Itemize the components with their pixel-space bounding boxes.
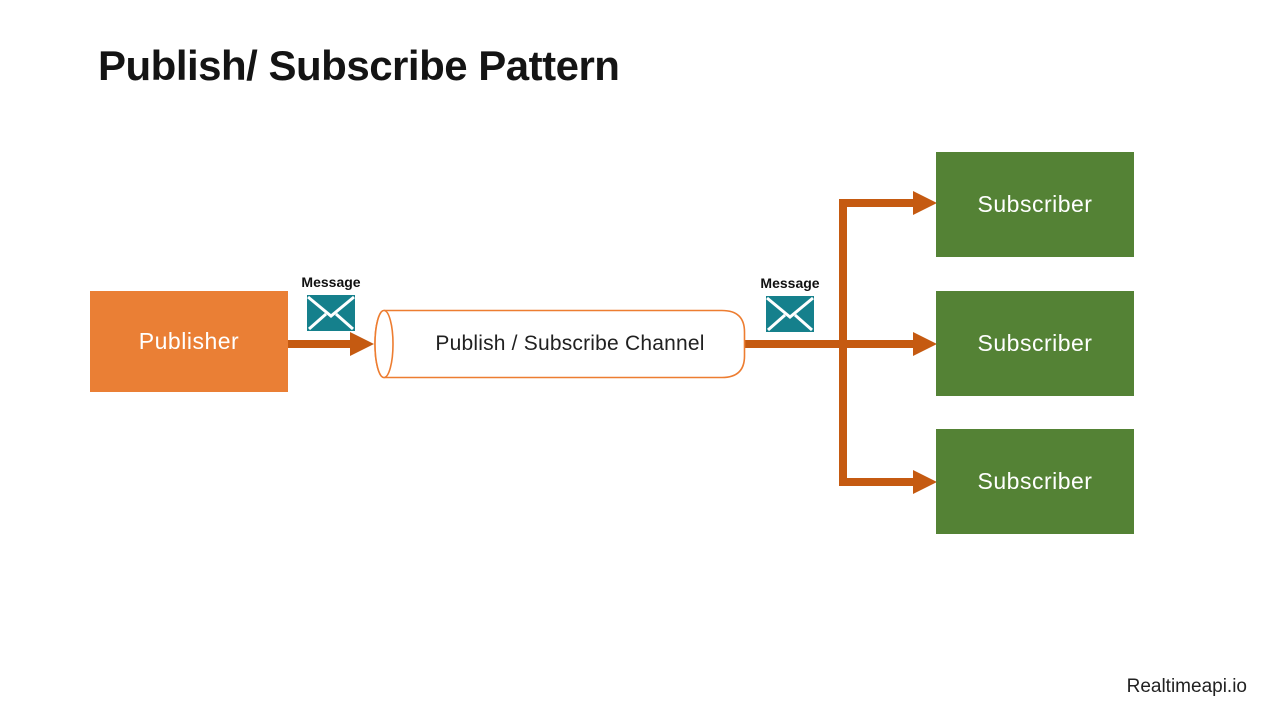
subscriber-node-top: Subscriber xyxy=(936,152,1134,257)
page-title: Publish/ Subscribe Pattern xyxy=(98,42,620,89)
subscriber-label: Subscriber xyxy=(977,330,1093,356)
subscriber-node-bottom: Subscriber xyxy=(936,429,1134,534)
arrow-channel-to-middle-subscriber xyxy=(745,332,937,356)
channel-node: Publish / Subscribe Channel xyxy=(372,309,746,379)
message-envelope-icon xyxy=(307,295,355,331)
subscriber-label: Subscriber xyxy=(977,468,1093,494)
publisher-label: Publisher xyxy=(138,328,240,354)
message-annotation-publisher: Message xyxy=(299,274,363,331)
channel-label: Publish / Subscribe Channel xyxy=(435,332,705,355)
arrow-branch-to-bottom-subscriber xyxy=(839,344,937,494)
message-annotation-subscriber: Message xyxy=(758,275,822,332)
message-label: Message xyxy=(760,275,820,291)
footer-brand: Realtimeapi.io xyxy=(1126,676,1247,697)
arrow-publisher-to-channel xyxy=(288,332,374,356)
message-label: Message xyxy=(301,274,361,290)
subscriber-node-middle: Subscriber xyxy=(936,291,1134,396)
message-envelope-icon xyxy=(766,296,814,332)
arrow-branch-to-top-subscriber xyxy=(839,191,937,344)
publisher-node: Publisher xyxy=(90,291,288,392)
subscriber-label: Subscriber xyxy=(977,191,1093,217)
